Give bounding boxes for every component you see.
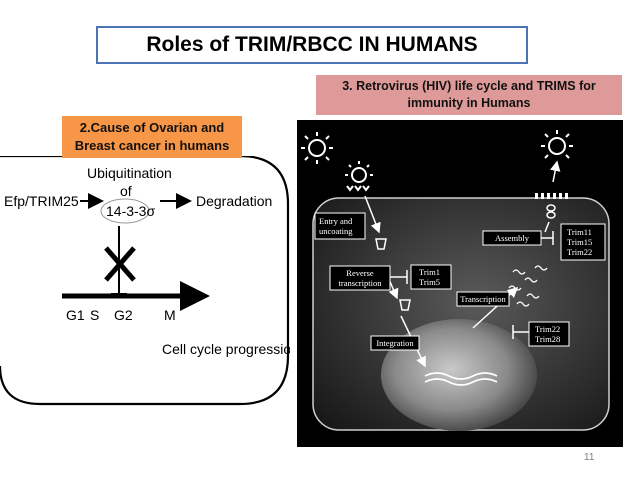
entering-virion-icon bbox=[345, 161, 373, 192]
integration-label: Integration bbox=[376, 338, 414, 348]
transcription-box bbox=[456, 291, 510, 307]
capsid-icon bbox=[375, 238, 411, 311]
trim11-label: Trim11 bbox=[567, 227, 592, 237]
trim22-assembly-label: Trim22 bbox=[567, 247, 592, 257]
ubiquitination-of-label: of bbox=[120, 183, 132, 199]
degradation-label: Degradation bbox=[196, 193, 272, 209]
virion-icon bbox=[301, 132, 333, 164]
reverse-transcription-box bbox=[329, 265, 391, 291]
ubiquitination-label: Ubiquitination bbox=[87, 165, 172, 181]
retrovirus-caption-box: 3. Retrovirus (HIV) life cycle and TRIMS… bbox=[316, 75, 622, 115]
hiv-lifecycle-diagram: Entry and uncoating Reverse transcriptio… bbox=[297, 120, 623, 447]
retrovirus-caption: 3. Retrovirus (HIV) life cycle and TRIMS… bbox=[342, 79, 596, 110]
entry-box bbox=[314, 212, 366, 240]
trim-assembly-box bbox=[560, 223, 606, 261]
entry-label-line1: Entry and bbox=[319, 216, 353, 226]
trim-rt-box bbox=[410, 264, 452, 290]
budding-virion-icon bbox=[541, 130, 573, 159]
entry-label-line2: uncoating bbox=[319, 226, 353, 236]
phase-g1: G1 bbox=[66, 307, 85, 323]
nucleus bbox=[381, 319, 537, 431]
slide-title: Roles of TRIM/RBCC IN HUMANS bbox=[146, 33, 478, 56]
assembly-site-icon bbox=[535, 193, 568, 219]
provirus-dna-icon bbox=[424, 372, 498, 386]
trim22-integration-label: Trim22 bbox=[535, 324, 560, 334]
trim5-label: Trim5 bbox=[419, 277, 440, 287]
progression-label: Cell cycle progression bbox=[162, 341, 290, 357]
target-label: 14-3-3σ bbox=[106, 203, 155, 219]
rounded-frame bbox=[0, 156, 290, 406]
page-number: 11 bbox=[584, 452, 595, 463]
phase-m: M bbox=[164, 307, 176, 323]
trim15-label: Trim15 bbox=[567, 237, 592, 247]
trim1-label: Trim1 bbox=[419, 267, 440, 277]
trim-integration-box bbox=[528, 321, 570, 347]
protein-label: Efp/TRIM25 bbox=[4, 193, 79, 209]
reverse-label-line1: Reverse bbox=[346, 268, 374, 278]
phase-s: S bbox=[90, 307, 99, 323]
rna-strands-icon bbox=[508, 265, 548, 307]
trim28-label: Trim28 bbox=[535, 334, 560, 344]
reverse-label-line2: transcription bbox=[339, 278, 383, 288]
transcription-label: Transcription bbox=[460, 294, 506, 304]
cancer-caption: 2.Cause of Ovarian and Breast cancer in … bbox=[74, 120, 230, 153]
integration-box bbox=[370, 335, 420, 351]
assembly-label: Assembly bbox=[495, 233, 530, 243]
phase-g2: G2 bbox=[114, 307, 133, 323]
target-ellipse bbox=[100, 198, 150, 224]
title-box: Roles of TRIM/RBCC IN HUMANS bbox=[96, 26, 528, 64]
cell-cycle-diagram: Efp/TRIM25 Ubiquitination of 14-3-3σ Deg… bbox=[0, 156, 290, 406]
cancer-caption-box: 2.Cause of Ovarian and Breast cancer in … bbox=[62, 116, 242, 158]
